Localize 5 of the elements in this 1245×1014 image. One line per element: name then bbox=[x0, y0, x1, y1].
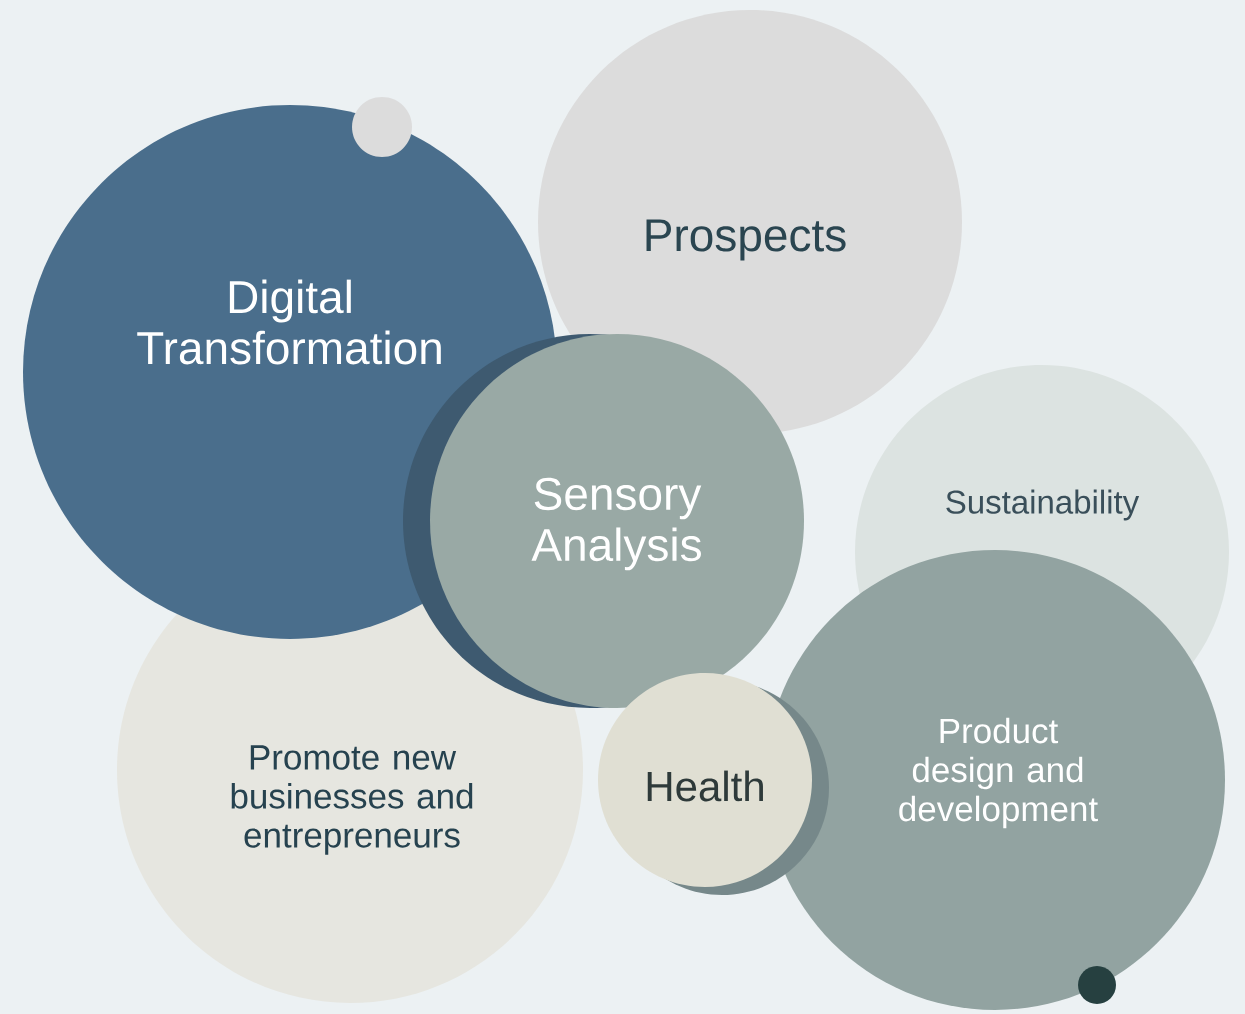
circle-node: Prospects bbox=[538, 10, 962, 434]
circle-dot bbox=[352, 97, 412, 157]
circle-node: Health bbox=[598, 673, 812, 887]
circle-node: Product design and development bbox=[765, 550, 1225, 1010]
circle-dot bbox=[1078, 966, 1116, 1004]
